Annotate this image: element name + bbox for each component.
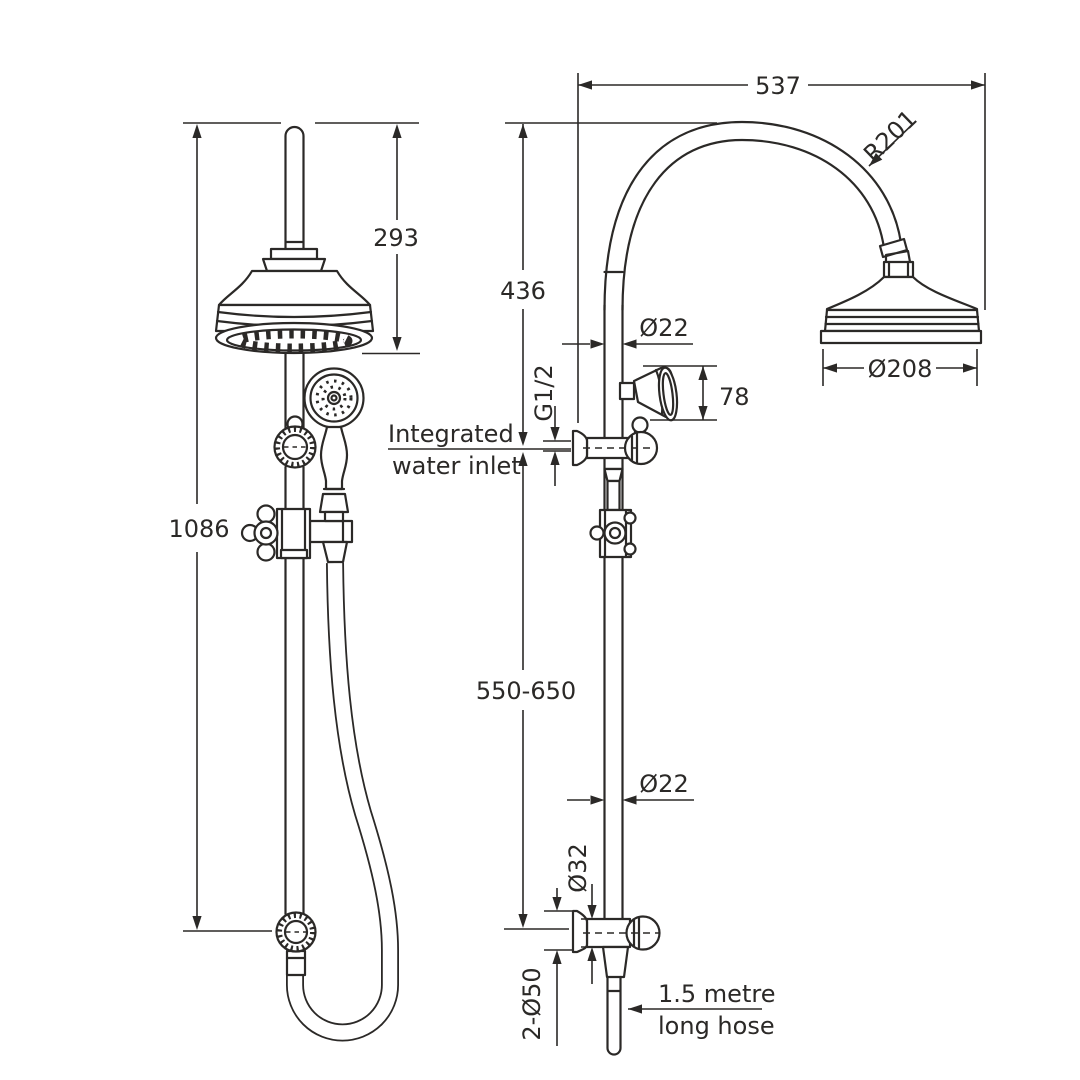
- side-riser-pipe: [603, 303, 624, 923]
- side-view: [571, 120, 983, 1056]
- dim-537-label: 537: [755, 72, 801, 100]
- dim-78-label: 78: [719, 383, 750, 411]
- front-hand-shower-handle: [319, 425, 349, 491]
- side-inlet-assembly: [571, 416, 659, 467]
- dim-2-o50-label: 2-Ø50: [518, 967, 546, 1040]
- front-bottom-elbow: [275, 911, 317, 977]
- dim-o22-upper-label: Ø22: [639, 314, 688, 342]
- dim-o32-label: Ø32: [564, 843, 592, 892]
- front-cross-handle: [240, 504, 279, 562]
- front-diverter-block: [275, 507, 312, 560]
- dim-o22-lower-label: Ø22: [639, 770, 688, 798]
- hose-label-line1: 1.5 metre: [658, 980, 775, 1008]
- side-diverter: [589, 467, 637, 559]
- front-head-nut: [261, 257, 327, 273]
- dim-o208-label: Ø208: [868, 355, 933, 383]
- dim-1086-label: 1086: [168, 515, 229, 543]
- front-hand-shower: [303, 367, 365, 429]
- dim-g12-label: G1/2: [530, 364, 558, 421]
- front-inlet-knob: [273, 415, 317, 469]
- side-head-connector: [878, 237, 912, 266]
- hose-label-line2: long hose: [658, 1012, 775, 1040]
- front-hose: [286, 562, 399, 1042]
- front-outlet-arm: [308, 519, 354, 544]
- side-hand-shower: [618, 366, 679, 422]
- side-hose: [606, 975, 622, 1056]
- inlet-label-line1: Integrated: [388, 420, 514, 448]
- dim-550-650-label: 550-650: [476, 677, 576, 705]
- front-hose-connector: [321, 540, 349, 564]
- side-bottom-elbow: [571, 909, 661, 979]
- front-rail-pipe: [284, 125, 305, 916]
- front-view: [214, 125, 399, 1042]
- dim-r201-label: R201: [858, 104, 922, 168]
- dim-436-label: 436: [500, 277, 546, 305]
- inlet-label-line2: water inlet: [392, 452, 521, 480]
- front-head-collar: [269, 247, 319, 261]
- front-handle-socket: [323, 510, 345, 523]
- side-gooseneck-arc: [603, 120, 903, 312]
- dim-293-label: 293: [373, 224, 419, 252]
- front-shower-head: [214, 269, 375, 355]
- side-shower-head: [819, 275, 983, 345]
